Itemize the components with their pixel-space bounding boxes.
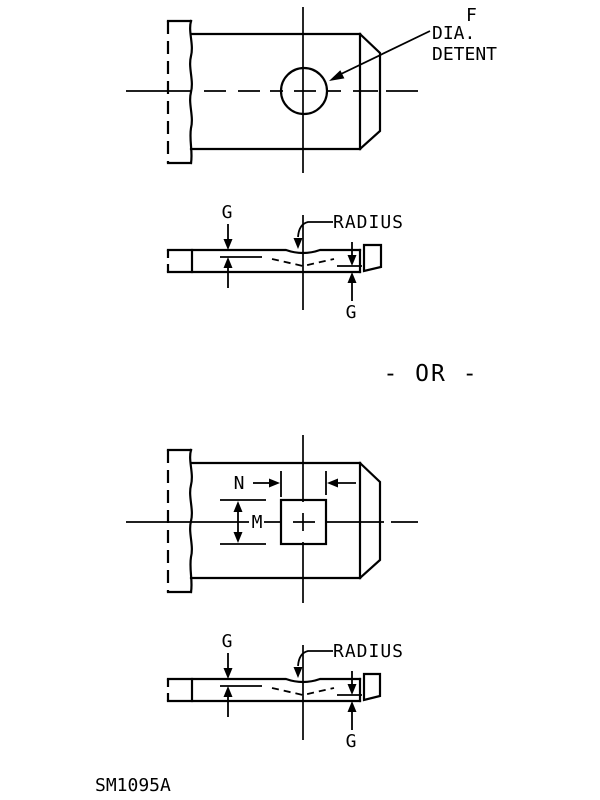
- flange-break-line: [189, 19, 193, 165]
- side-view-top: G RADIUS G: [166, 202, 404, 323]
- side-view-bottom: G RADIUS G: [166, 631, 404, 752]
- dim-m: M: [220, 499, 266, 545]
- chamfered-nose: [358, 461, 382, 580]
- flange: [166, 448, 193, 594]
- label-f: F: [466, 5, 477, 26]
- label-radius: RADIUS: [333, 212, 404, 233]
- label-detent: DETENT: [432, 44, 497, 65]
- radius-callout: RADIUS: [293, 641, 404, 678]
- nose-tip: [362, 672, 382, 702]
- label-m: M: [252, 512, 263, 533]
- label-radius: RADIUS: [333, 641, 404, 662]
- dim-g-left: G: [220, 631, 262, 717]
- leader-arrowhead: [329, 70, 345, 81]
- or-separator: - OR -: [383, 361, 478, 387]
- label-dia: DIA.: [432, 23, 475, 44]
- flange: [166, 19, 193, 165]
- dim-n: N: [234, 471, 356, 497]
- label-n: N: [234, 473, 245, 494]
- nose-tip: [362, 243, 383, 273]
- bar-outline: [166, 672, 382, 703]
- part-number: SM1095A: [95, 775, 171, 796]
- body: [189, 461, 382, 580]
- round-detent-plan-view: F DIA. DETENT: [126, 5, 497, 173]
- flange-break-line: [189, 448, 193, 594]
- label-g-right: G: [346, 302, 357, 323]
- detent-hidden-line: [271, 687, 335, 696]
- dim-g-right: G: [337, 671, 362, 752]
- detent-hole: [279, 66, 329, 116]
- radius-arrowhead: [293, 238, 303, 249]
- dim-g-right: G: [337, 242, 362, 323]
- chamfered-nose: [358, 32, 382, 151]
- detent-callout-leader: [329, 30, 431, 81]
- square-detent: [279, 498, 328, 546]
- square-detent-plan-view: N M: [126, 435, 418, 603]
- detent-hidden-line: [271, 258, 335, 267]
- label-g-left: G: [222, 631, 233, 652]
- radius-arrowhead: [293, 667, 303, 678]
- label-g-left: G: [222, 202, 233, 223]
- radius-callout: RADIUS: [293, 212, 404, 249]
- dim-g-left: G: [220, 202, 262, 288]
- label-g-right: G: [346, 731, 357, 752]
